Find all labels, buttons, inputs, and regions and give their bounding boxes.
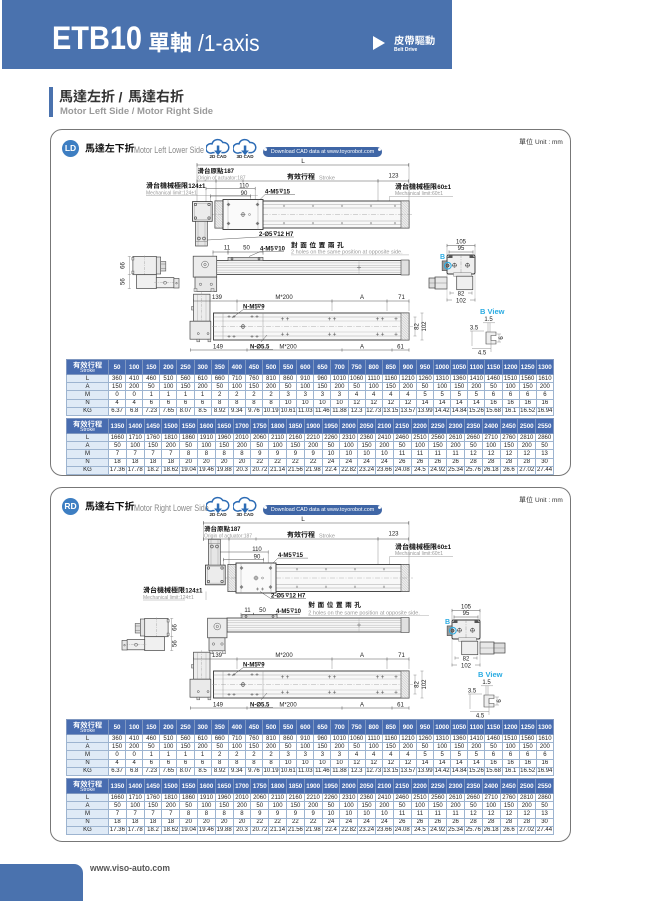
svg-text:N-Ø5.5: N-Ø5.5 [250,702,270,708]
svg-text:Origin of actuator:187: Origin of actuator:187 [204,534,252,540]
svg-text:9: 9 [261,663,265,669]
svg-text:187: 187 [224,169,235,175]
svg-text:M*200: M*200 [279,702,297,708]
svg-text:3.5: 3.5 [470,326,479,332]
svg-text:L: L [301,516,305,523]
svg-text:15: 15 [296,553,303,559]
svg-text:4-M5: 4-M5 [276,609,290,615]
svg-text:M*200: M*200 [279,344,297,350]
svg-text:60±1: 60±1 [437,544,451,551]
svg-text:B: B [440,254,445,261]
svg-text:82: 82 [458,291,465,297]
svg-text:60±1: 60±1 [437,184,451,191]
svg-text:4-M5: 4-M5 [260,247,274,253]
svg-text:15: 15 [283,189,290,195]
svg-text:4-M5: 4-M5 [278,553,292,559]
svg-text:A: A [360,295,364,301]
svg-text:4.5: 4.5 [478,351,487,357]
svg-text:90: 90 [254,555,261,561]
svg-text:2 holes on the same position a: 2 holes on the same position at opposite… [291,250,403,256]
svg-text:1.5: 1.5 [484,317,493,323]
svg-text:102: 102 [422,321,428,332]
svg-text:Mechanical limit:124±1: Mechanical limit:124±1 [146,190,197,196]
svg-text:4-M5: 4-M5 [265,189,279,195]
svg-text:4.5: 4.5 [476,714,485,719]
svg-text:6: 6 [499,336,505,340]
svg-text:56: 56 [173,640,179,647]
svg-text:12 H7: 12 H7 [289,594,306,600]
svg-text:Stroke: Stroke [319,533,335,539]
svg-text:3.5: 3.5 [468,689,477,695]
svg-text:102: 102 [456,298,467,304]
svg-text:Mechanical limit:60±1: Mechanical limit:60±1 [395,551,443,557]
svg-text:187: 187 [231,527,242,533]
svg-text:A: A [360,653,364,659]
svg-text:124±1: 124±1 [185,588,203,595]
svg-text:12 H7: 12 H7 [277,232,294,238]
svg-text:M*200: M*200 [275,295,293,301]
svg-text:10: 10 [294,609,301,615]
svg-text:105: 105 [456,240,467,246]
svg-text:Origin of actuator:187: Origin of actuator:187 [198,176,246,182]
svg-text:2-Ø5: 2-Ø5 [271,594,285,600]
svg-text:11: 11 [224,246,231,252]
svg-text:A: A [360,702,364,708]
svg-text:N-M5: N-M5 [243,305,258,311]
svg-text:Stroke: Stroke [319,175,335,181]
svg-text:2-Ø5: 2-Ø5 [259,232,273,238]
svg-text:61: 61 [397,344,404,350]
svg-text:82: 82 [463,656,470,662]
svg-text:139: 139 [212,653,223,659]
svg-text:N-M5: N-M5 [243,663,258,669]
svg-text:61: 61 [397,702,404,708]
svg-text:Mechanical limit:60±1: Mechanical limit:60±1 [395,191,443,197]
svg-text:50: 50 [259,608,266,614]
svg-text:102: 102 [422,679,428,690]
svg-text:50: 50 [243,246,250,252]
svg-text:90: 90 [241,191,248,197]
svg-text:10: 10 [278,247,285,253]
svg-text:102: 102 [461,663,472,669]
svg-text:L: L [301,158,305,165]
svg-text:A: A [360,344,364,350]
svg-text:9: 9 [261,305,265,311]
svg-text:M*200: M*200 [275,653,293,659]
svg-text:N-Ø5.5: N-Ø5.5 [250,344,270,350]
svg-text:82: 82 [415,323,421,330]
svg-text:56: 56 [121,278,127,285]
svg-text:95: 95 [458,246,465,252]
svg-text:95: 95 [463,611,470,617]
svg-text:1.5: 1.5 [482,680,491,686]
svg-text:6: 6 [497,699,503,703]
svg-text:124±1: 124±1 [188,183,206,190]
svg-text:139: 139 [212,295,223,301]
svg-text:82: 82 [415,681,421,688]
svg-text:71: 71 [398,295,405,301]
svg-text:B: B [445,619,450,626]
svg-text:B View: B View [480,307,505,316]
svg-text:2 holes on the same position a: 2 holes on the same position at opposite… [308,610,420,616]
svg-text:149: 149 [213,344,224,350]
svg-text:110: 110 [252,547,262,553]
svg-text:110: 110 [239,184,249,190]
svg-text:149: 149 [213,702,224,708]
svg-text:123: 123 [388,532,399,538]
svg-text:71: 71 [398,653,405,659]
svg-text:105: 105 [461,605,472,611]
svg-text:66: 66 [173,624,179,631]
svg-text:Mechanical limit:124±1: Mechanical limit:124±1 [143,595,194,601]
svg-text:123: 123 [388,174,399,180]
svg-text:B View: B View [478,670,503,679]
svg-text:66: 66 [121,262,127,269]
svg-text:11: 11 [244,608,251,614]
